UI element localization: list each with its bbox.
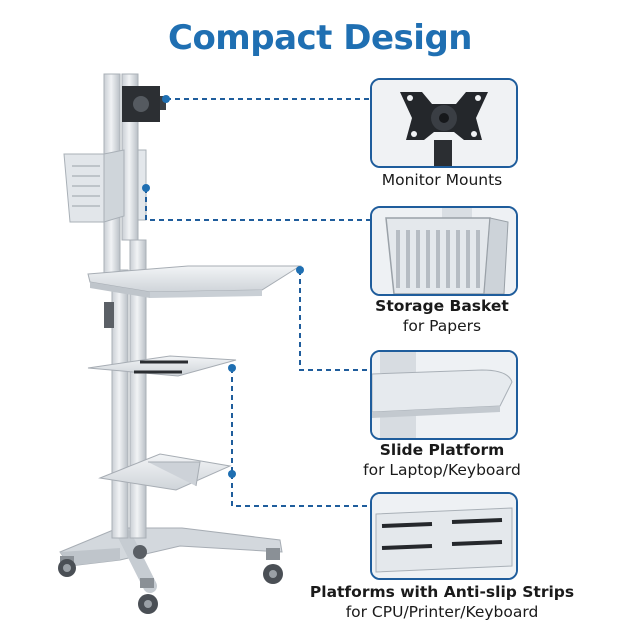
caster-wheel [263, 548, 283, 584]
feature-title: Storage Basket [375, 297, 509, 315]
slide-platform-small [87, 265, 302, 328]
caster-wheel [58, 556, 76, 577]
feature-title: Slide Platform [379, 441, 505, 459]
lower-shelf-small [98, 453, 232, 491]
feature-label-monitor-mounts: Monitor Mounts [340, 170, 544, 190]
storage-basket-icon [372, 208, 516, 294]
cart-base [59, 527, 283, 593]
caster-wheel [133, 545, 147, 559]
page-title: Compact Design [168, 18, 472, 58]
feature-subtitle: for Laptop/Keyboard [363, 461, 521, 479]
feature-label-slide-platform: Slide Platform for Laptop/Keyboard [330, 440, 554, 480]
lower-pole [111, 269, 129, 539]
storage-basket-small [63, 149, 125, 223]
slide-platform-icon [372, 352, 516, 438]
feature-title: Platforms with Anti-slip Strips [309, 583, 575, 601]
feature-label-anti-slip-platform: Platforms with Anti-slip Strips for CPU/… [300, 582, 584, 622]
monitor-mount-icon [372, 80, 516, 166]
middle-shelf-small [87, 355, 237, 377]
monitor-mount-small [122, 86, 166, 122]
feature-subtitle: for Papers [402, 317, 482, 335]
callout-monitor-mounts [370, 78, 518, 168]
callout-slide-platform [370, 350, 518, 440]
caster-wheel [138, 578, 158, 614]
feature-label-storage-basket: Storage Basket for Papers [330, 296, 554, 336]
anti-slip-platform-icon [372, 494, 516, 578]
feature-title: Monitor Mounts [381, 171, 503, 189]
callout-anti-slip-platform [370, 492, 518, 580]
feature-subtitle: for CPU/Printer/Keyboard [345, 603, 539, 621]
callout-storage-basket [370, 206, 518, 296]
